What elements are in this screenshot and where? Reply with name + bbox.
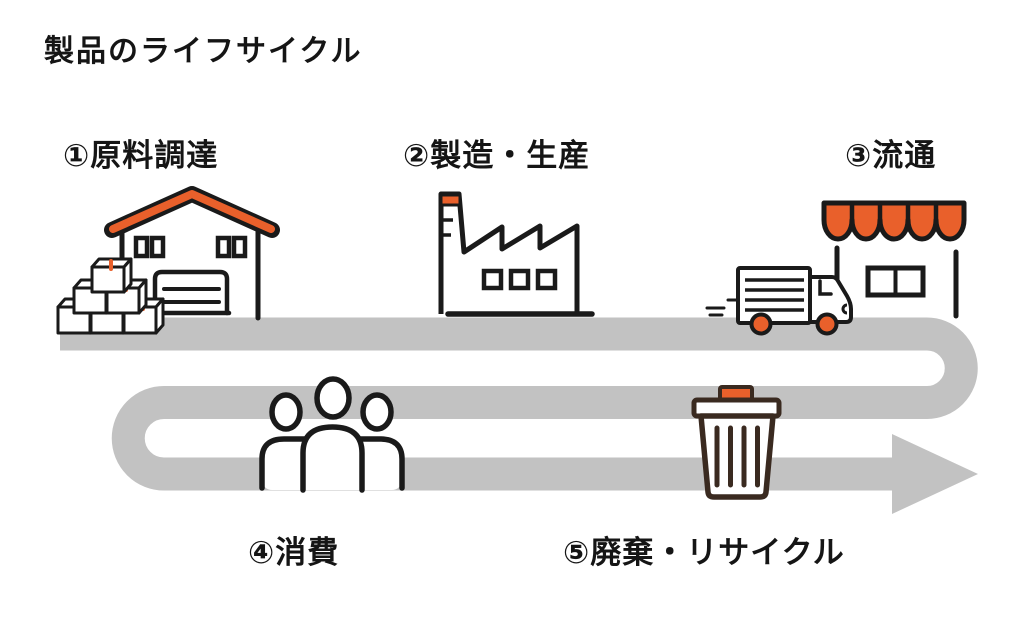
garage-door-slats [162, 287, 221, 304]
truck-wheel-rear [749, 312, 773, 336]
warehouse-window-1 [133, 235, 150, 259]
warehouse-window-3 [215, 235, 232, 259]
store-awning [821, 200, 967, 242]
flow-arrow [60, 317, 978, 514]
trash-body [698, 413, 776, 500]
warehouse-window-2 [149, 235, 166, 259]
person-left-head [269, 392, 303, 432]
garage-door [152, 269, 230, 316]
trash-can-icon [691, 385, 782, 500]
truck-cargo-box [736, 266, 812, 325]
person-right-head [360, 392, 394, 432]
people-icon [259, 376, 405, 493]
warehouse-icon [56, 186, 280, 335]
factory-icon [438, 191, 595, 317]
store-awning-seams [849, 205, 939, 221]
truck-door-handle [841, 303, 848, 315]
truck-icon [705, 266, 853, 336]
stage-label-manufacturing: ②製造・生産 [403, 138, 591, 173]
truck-speed-lines [705, 298, 739, 317]
trash-body-lines [714, 425, 760, 488]
chimney-stripes [441, 218, 453, 237]
person-center-head [314, 376, 352, 420]
truck-wheel-front [815, 312, 839, 336]
page-title: 製品のライフサイクル [44, 35, 363, 68]
factory-silhouette [438, 191, 580, 314]
chimney-orange-cap [439, 193, 462, 207]
stage-label-raw-materials: ①原料調達 [63, 138, 219, 173]
factory-window-3 [535, 268, 558, 291]
store-icon [821, 200, 967, 319]
stage-label-distribution: ③流通 [845, 138, 937, 173]
stage-label-disposal-recycle: ⑤廃棄・リサイクル [563, 535, 845, 570]
warehouse-roof-orange [109, 190, 275, 233]
box [90, 257, 133, 294]
warehouse-window-4 [231, 235, 248, 259]
stage-label-consumption: ④消費 [248, 535, 340, 570]
person-left-body [259, 436, 312, 491]
factory-window-1 [481, 268, 504, 291]
person-right-body [352, 436, 405, 491]
flow-arrow-path [60, 317, 978, 491]
factory-window-2 [508, 268, 531, 291]
truck-cargo-stripes [745, 278, 804, 312]
box-stack [56, 257, 165, 335]
truck-windshield [818, 279, 833, 296]
warehouse-roof-outline [104, 186, 280, 238]
person-center-body [300, 424, 365, 493]
flow-arrowhead [892, 434, 978, 514]
